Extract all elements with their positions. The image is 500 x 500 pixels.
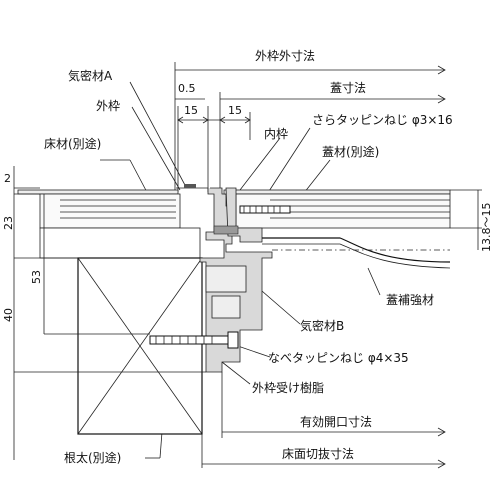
dim-15-right: 15	[228, 104, 242, 117]
label-outer-frame: 外枠	[96, 99, 120, 113]
dim-40: 40	[2, 308, 15, 322]
label-floor-cutout-dim: 床面切抜寸法	[282, 447, 354, 461]
bottom-dimension-lines	[201, 372, 446, 469]
label-floor-material: 床材(別途)	[44, 136, 101, 151]
dim-15-left: 15	[184, 104, 198, 117]
label-frame-receiver-resin: 外枠受け樹脂	[252, 380, 324, 395]
label-joist: 根太(別途)	[64, 450, 121, 465]
joist	[77, 257, 203, 435]
dim-13-8-15: 13.8～15	[480, 203, 493, 253]
countersunk-screw	[239, 205, 291, 214]
label-lid-reinforcement: 蓋補強材	[386, 293, 434, 307]
floor-material	[17, 189, 201, 259]
dim-23: 23	[2, 216, 15, 230]
outer-frame-profile	[176, 184, 273, 373]
left-dimension-lines	[13, 166, 206, 460]
label-airtight-a: 気密材A	[68, 68, 113, 83]
label-inner-frame: 内枠	[264, 127, 288, 141]
pan-head-screw	[149, 331, 239, 349]
label-pan-head-screw: なべタッピンねじ φ4×35	[268, 351, 409, 365]
label-airtight-b: 気密材B	[300, 318, 344, 333]
dim-53: 53	[30, 270, 43, 284]
dim-0-5: 0.5	[178, 82, 196, 95]
dim-2: 2	[4, 172, 11, 185]
label-effective-opening-dim: 有効開口寸法	[300, 414, 372, 429]
label-lid-material: 蓋材(別途)	[322, 144, 379, 159]
label-outer-frame-outside-dim: 外枠外寸法	[255, 49, 315, 63]
label-countersunk-screw: さらタッピンねじ φ3×16	[312, 113, 453, 127]
right-dimension-lines	[450, 189, 482, 250]
label-lid-dim: 蓋寸法	[330, 81, 366, 95]
lid-assembly	[213, 187, 451, 269]
top-dimension-lines	[174, 62, 446, 192]
